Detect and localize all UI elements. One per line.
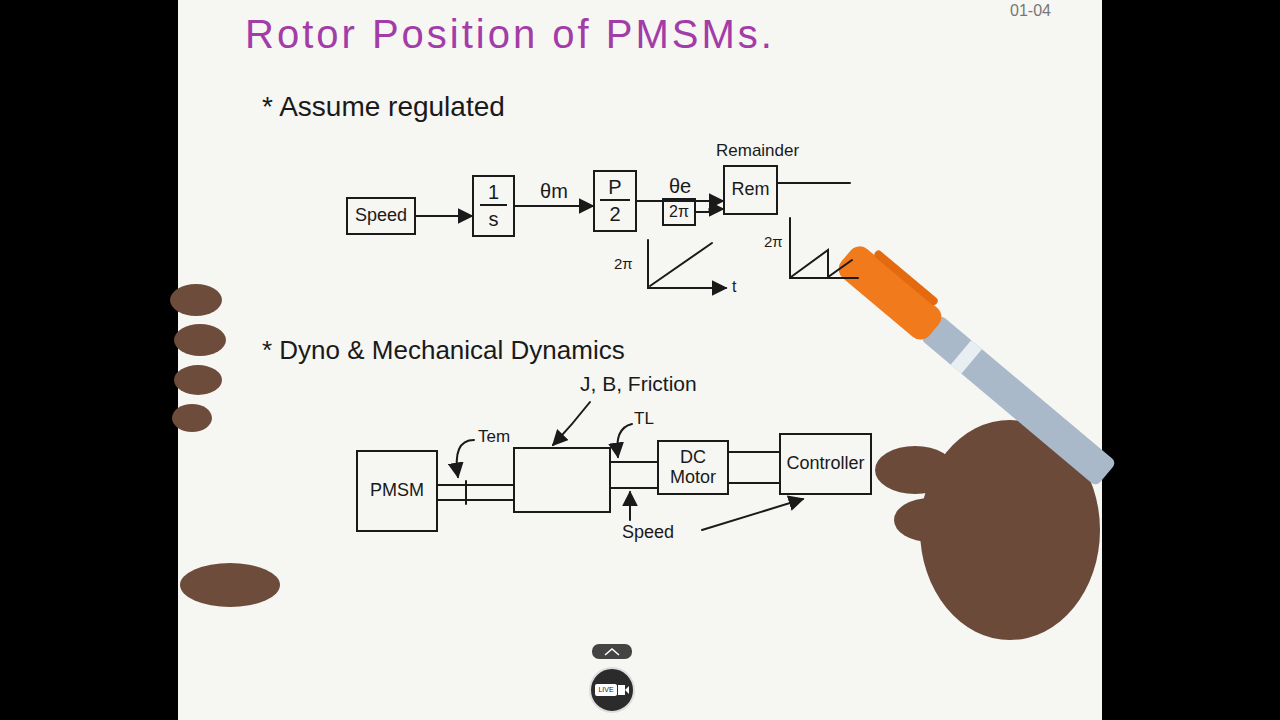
live-badge: LIVE [598, 686, 613, 694]
marker-pen [834, 236, 1123, 489]
page-title: Rotor Position of PMSMs. [245, 12, 775, 56]
axis-label: t [732, 278, 736, 296]
connector-line [637, 200, 723, 202]
connector-line [416, 215, 472, 217]
node-text: s [481, 208, 507, 231]
signal-label: θe [669, 175, 691, 197]
node-text: DC Motor [663, 448, 723, 488]
controller-box: Controller [779, 433, 872, 495]
node-text: Controller [786, 454, 864, 474]
torque-label: Tem [478, 428, 510, 447]
parameter-label: J, B, Friction [580, 372, 697, 395]
page-number: 01-04 [1010, 2, 1051, 20]
gain-box: P2 [593, 170, 637, 232]
motor-box: PMSM [356, 450, 438, 532]
node-text: 2π [669, 203, 689, 221]
signal-connector [696, 209, 723, 212]
signal-connector [637, 201, 723, 202]
constant-box: 2π [662, 198, 696, 226]
bullet-heading: * Assume regulated [262, 92, 505, 123]
signal-connector [416, 216, 472, 217]
connector-line [729, 451, 779, 453]
signal-box: Speed [346, 197, 416, 235]
node-text: Speed [355, 206, 407, 226]
node-text: P [600, 176, 629, 201]
axis-value: 2π [614, 256, 633, 273]
node-text: Rem [731, 180, 769, 200]
dc-motor-box: DC Motor [657, 440, 729, 495]
remainder-box: Rem [723, 165, 778, 215]
connector-line [515, 205, 593, 207]
node-text: 2 [601, 203, 628, 226]
integrator-box: 1s [472, 175, 515, 237]
bullet-heading: * Dyno & Mechanical Dynamics [262, 336, 625, 365]
axis-value: 2π [764, 234, 783, 251]
signal-label: θm [540, 180, 568, 202]
block-caption: Remainder [716, 142, 799, 161]
node-text: 1 [480, 181, 507, 206]
torque-label: TL [634, 410, 654, 429]
signal-connector [515, 206, 593, 207]
signal-connector [729, 452, 779, 483]
live-button [590, 644, 634, 712]
signal-label: Speed [622, 523, 674, 543]
connector-line [729, 482, 779, 484]
left-hand [170, 284, 280, 607]
node-text: PMSM [370, 481, 424, 501]
connector-line [696, 209, 723, 212]
